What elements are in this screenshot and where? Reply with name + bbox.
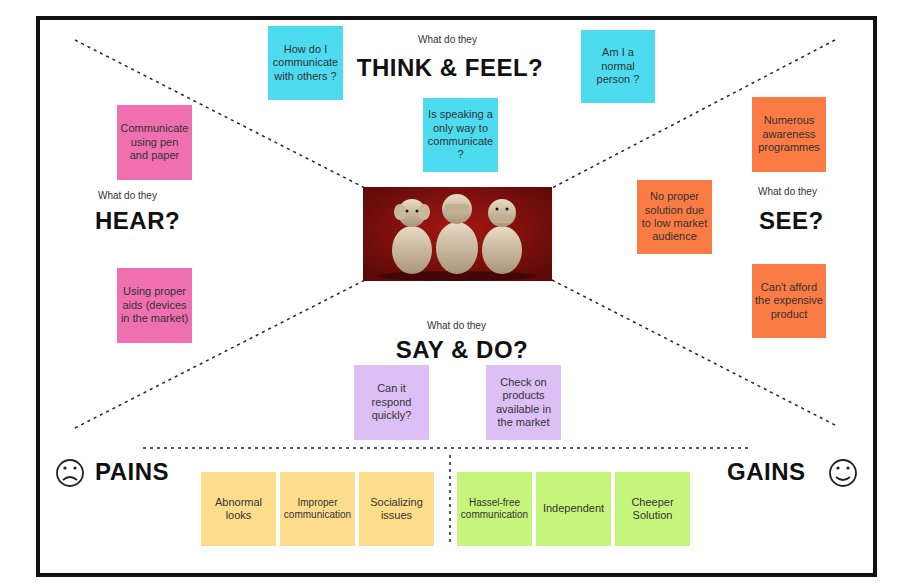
note-text: Can't afford the expensive product — [755, 281, 823, 321]
note-text: How do I communicate with others ? — [271, 43, 340, 83]
note-text: Am I a normal person ? — [584, 46, 652, 86]
sticky-note: How do I communicate with others ? — [268, 26, 343, 100]
sticky-note: Socializing issues — [359, 472, 434, 546]
three-monkeys-picture — [363, 187, 552, 281]
frame — [38, 18, 875, 575]
section-heading: SAY & DO? — [396, 336, 529, 364]
dividers — [75, 40, 835, 546]
note-text: Is speaking a only way to communicate ? — [426, 108, 495, 162]
sticky-note: Numerous awareness programmes — [752, 97, 826, 172]
note-text: Improper communication — [283, 497, 352, 521]
section-heading: SEE? — [759, 207, 824, 235]
note-text: Communicate using pen and paper — [120, 122, 189, 162]
sad-face-eyes — [63, 466, 76, 469]
note-text: Using proper aids (devices in the market… — [120, 285, 189, 325]
sticky-note: Improper communication — [280, 472, 355, 546]
note-text: Abnormal looks — [204, 496, 273, 523]
sticky-note: Cheeper Solution — [615, 472, 690, 546]
section-prompt: What do they — [418, 34, 477, 45]
sticky-note: Independent — [536, 472, 611, 546]
section-prompt: What do they — [758, 186, 817, 197]
happy-face — [830, 460, 856, 486]
sticky-note: Can't afford the expensive product — [752, 264, 826, 338]
note-text: Independent — [543, 502, 604, 515]
note-text: Cheeper Solution — [618, 496, 687, 523]
sad-face — [57, 460, 83, 486]
note-text: Check on products available in the marke… — [489, 376, 558, 430]
section-prompt: What do they — [427, 320, 486, 331]
sticky-note: Abnormal looks — [201, 472, 276, 546]
sticky-note: Is speaking a only way to communicate ? — [423, 98, 498, 172]
note-text: Can it respond quickly? — [357, 382, 426, 422]
sticky-note: Hassel-free communication — [457, 472, 532, 546]
sticky-note: Am I a normal person ? — [581, 30, 655, 103]
note-text: Socializing issues — [362, 496, 431, 523]
section-heading: PAINS — [95, 458, 169, 486]
sticky-note: Using proper aids (devices in the market… — [117, 268, 192, 343]
note-text: No proper solution due to low market aud… — [640, 190, 709, 244]
sticky-note: Communicate using pen and paper — [117, 105, 192, 180]
sticky-note: Check on products available in the marke… — [486, 365, 561, 440]
note-text: Numerous awareness programmes — [755, 114, 823, 154]
sticky-note: No proper solution due to low market aud… — [637, 180, 712, 254]
section-heading: HEAR? — [95, 207, 180, 235]
section-prompt: What do they — [98, 190, 157, 201]
section-heading: GAINS — [727, 458, 806, 486]
section-heading: THINK & FEEL? — [357, 54, 544, 82]
sticky-note: Can it respond quickly? — [354, 365, 429, 440]
note-text: Hassel-free communication — [460, 497, 529, 521]
happy-face-eyes — [836, 466, 849, 469]
